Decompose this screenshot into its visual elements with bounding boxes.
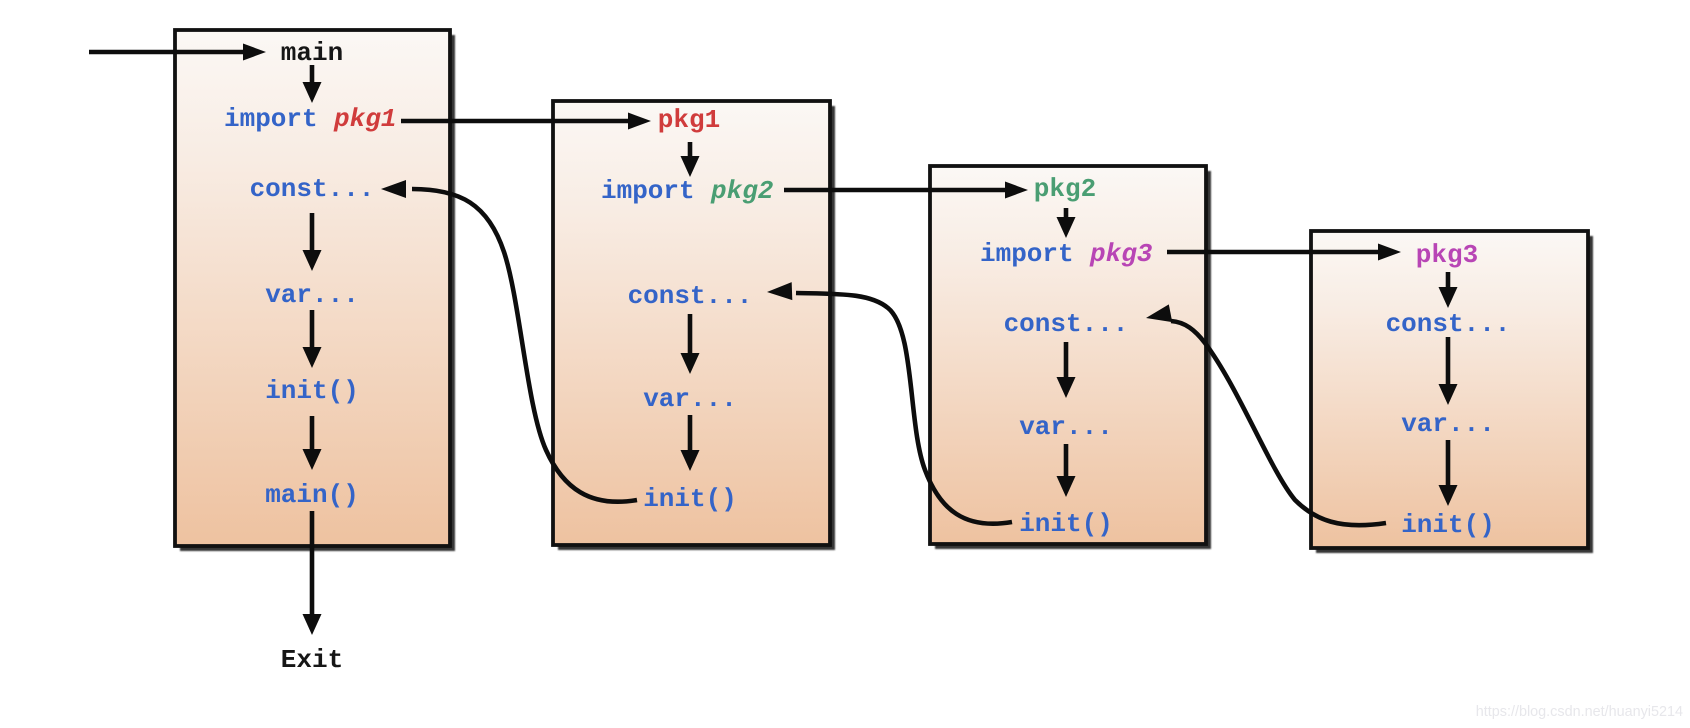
svg-text:import: import — [224, 104, 318, 134]
svg-text:main: main — [281, 38, 343, 68]
svg-text:pkg2: pkg2 — [1034, 174, 1096, 204]
svg-text:const...: const... — [250, 174, 375, 204]
svg-text:var...: var... — [265, 280, 359, 310]
svg-text:pkg3: pkg3 — [1089, 239, 1153, 269]
svg-text:pkg3: pkg3 — [1416, 240, 1478, 270]
svg-text:const...: const... — [1386, 309, 1511, 339]
svg-text:init(): init() — [1401, 510, 1495, 540]
svg-text:init(): init() — [1019, 509, 1113, 539]
svg-text:pkg1: pkg1 — [333, 104, 396, 134]
svg-text:import: import — [980, 239, 1074, 269]
svg-text:var...: var... — [1401, 409, 1495, 439]
svg-text:import: import — [601, 176, 695, 206]
svg-text:const...: const... — [1004, 309, 1129, 339]
svg-text:Exit: Exit — [281, 645, 343, 675]
svg-text:init(): init() — [265, 376, 359, 406]
svg-text:var...: var... — [1019, 412, 1113, 442]
svg-text:init(): init() — [643, 484, 737, 514]
svg-text:const...: const... — [628, 281, 753, 311]
svg-text:https://blog.csdn.net/huanyi52: https://blog.csdn.net/huanyi5214 — [1476, 704, 1683, 720]
svg-text:pkg2: pkg2 — [710, 176, 774, 206]
svg-text:main(): main() — [265, 480, 359, 510]
svg-text:var...: var... — [643, 384, 737, 414]
svg-text:pkg1: pkg1 — [658, 105, 720, 135]
